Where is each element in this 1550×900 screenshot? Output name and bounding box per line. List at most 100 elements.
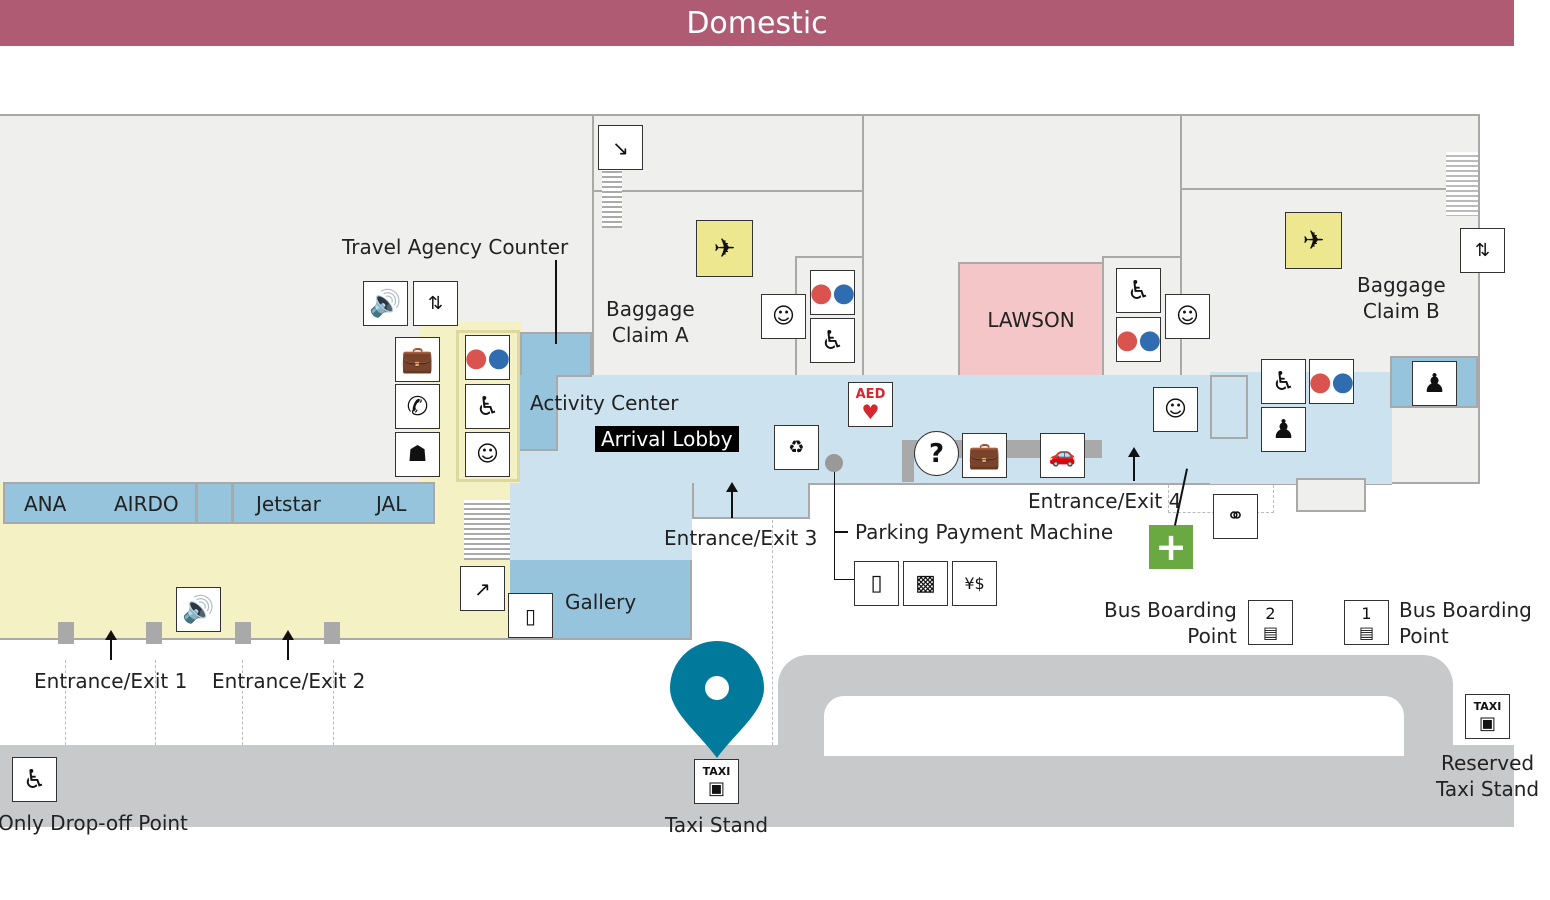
parking-payment-dot [825,454,843,472]
exit3-vestibule [692,483,810,519]
bicycle-icon: ⚭ [1213,494,1258,539]
speaker-icon: 🔊 [363,281,408,326]
walkway-line [333,660,334,745]
arrivals-icon: ✈ [696,220,753,277]
door-post [58,622,74,644]
stairs-north [602,168,622,228]
entrance-exit-3-label: Entrance/Exit 3 [664,526,818,550]
entrance-arrow [726,482,738,518]
aed-icon: AED♥ [848,382,893,427]
elevator-icon: ⇅ [1460,228,1505,273]
counter-ana-airdo[interactable] [3,482,197,524]
bus-boarding-1-label: Bus Boarding Point [1399,598,1532,648]
speaker-icon: 🔊 [176,587,221,632]
restroom-icon: ●● [1116,317,1161,362]
entrance-exit-1-label: Entrance/Exit 1 [34,669,188,693]
parking-payment-leader [834,462,854,580]
lobby-south [510,483,692,563]
walkway-line [155,660,156,745]
bus-2-number: 2 [1265,603,1276,623]
airline-airdo: AIRDO [114,492,179,516]
restroom-icon: ●● [465,335,510,380]
accessible-restroom-icon: ♿ [465,384,510,429]
gallery-label: Gallery [565,590,637,614]
airline-jal: JAL [376,492,407,516]
baby-changing-icon: ☺ [761,294,806,339]
first-aid-room-icon: ♟ [1261,407,1306,452]
door-post [324,622,340,644]
bus-1-number: 1 [1361,603,1372,623]
security-guard-icon: ♟ [1412,361,1457,406]
walkway-line [65,660,66,745]
entrance-arrow [282,630,294,660]
entrance-arrow [1128,447,1140,481]
phone-charging-icon: ▯ [508,593,553,638]
entrance-exit-4-label: Entrance/Exit 4 [1028,489,1182,513]
taxi-sign: TAXI [702,764,731,778]
baby-changing-icon: ☺ [465,432,510,477]
accessible-restroom-icon: ♿ [1116,268,1161,313]
lawson-store[interactable]: LAWSON [958,262,1104,377]
taxi-stand-label: Taxi Stand [665,813,769,837]
baggage-claim-b-label: Baggage Claim B [1357,273,1446,323]
restroom-icon: ●● [810,270,855,315]
airline-jetstar: Jetstar [256,492,321,516]
elevator-icon: ⇅ [413,281,458,326]
escalator-down-icon: ↘ [598,125,643,170]
activity-center-side [520,375,558,451]
information-icon[interactable]: ? [914,431,959,476]
baggage-storage-icon: 💼 [395,337,440,382]
counter-gap [196,482,233,524]
toilet-column-frame [456,330,520,482]
stairs-east [1446,152,1478,216]
north-right-room [1180,114,1480,190]
info-label: ? [928,438,945,469]
entrance-arrow [105,630,117,660]
walkway-line [772,520,773,745]
taxi-sign: TAXI [1473,699,1502,713]
bus-loop-island [824,696,1404,756]
door-post [235,622,251,644]
currency-exchange-icon: ¥$ [952,561,997,606]
baby-changing-icon: ☺ [1165,294,1210,339]
accessible-restroom-icon: ♿ [1261,359,1306,404]
stairs-checkin [464,500,510,560]
parking-leader-tick [834,531,848,533]
door-post [146,622,162,644]
info-counter-side [902,440,914,482]
payment-machine-icon: ▩ [903,561,948,606]
lawson-label: LAWSON [987,307,1075,332]
taxi-icon: TAXI▣ [694,759,739,804]
drop-off-label: Only Drop-off Point [0,811,188,835]
travel-agency-leader [555,260,557,344]
smartphone-payment-icon: ▯ [854,561,899,606]
nursing-room-icon: ☺ [1153,387,1198,432]
first-aid-cross-icon: + [1149,525,1193,569]
wheelchair-icon: ♿ [12,757,57,802]
nursing-room-outline [1210,375,1248,439]
accessible-restroom-icon: ♿ [810,318,855,363]
drinking-fountain-icon: ☗ [395,432,440,477]
walkway-line [242,660,243,745]
activity-center-label: Activity Center [530,391,679,415]
airline-ana: ANA [24,492,67,516]
taxi-icon: TAXI▣ [1465,694,1510,739]
page-title: Domestic [0,0,1514,46]
east-small-room [1296,478,1366,512]
parking-payment-label: Parking Payment Machine [855,520,1114,544]
baggage-delivery-icon: 💼 [962,433,1007,478]
road [0,745,1514,827]
current-location-pin-icon [670,641,764,758]
aed-label: AED [855,387,886,402]
bus-boarding-2-label: Bus Boarding Point [1104,598,1237,648]
escalator-up-icon: ↗ [460,566,505,611]
travel-agency-label: Travel Agency Counter [342,235,569,259]
arrival-lobby-label: Arrival Lobby [595,426,739,452]
rental-car-icon: 🚗 [1040,433,1085,478]
reserved-taxi-label: Reserved Taxi Stand [1436,751,1540,801]
baggage-claim-a-label: Baggage Claim A [606,297,695,347]
counter-jetstar-jal[interactable] [232,482,435,524]
used-oil-recycling-icon: ♻ [774,425,819,470]
entrance-exit-2-label: Entrance/Exit 2 [212,669,366,693]
restroom-icon: ●● [1309,359,1354,404]
